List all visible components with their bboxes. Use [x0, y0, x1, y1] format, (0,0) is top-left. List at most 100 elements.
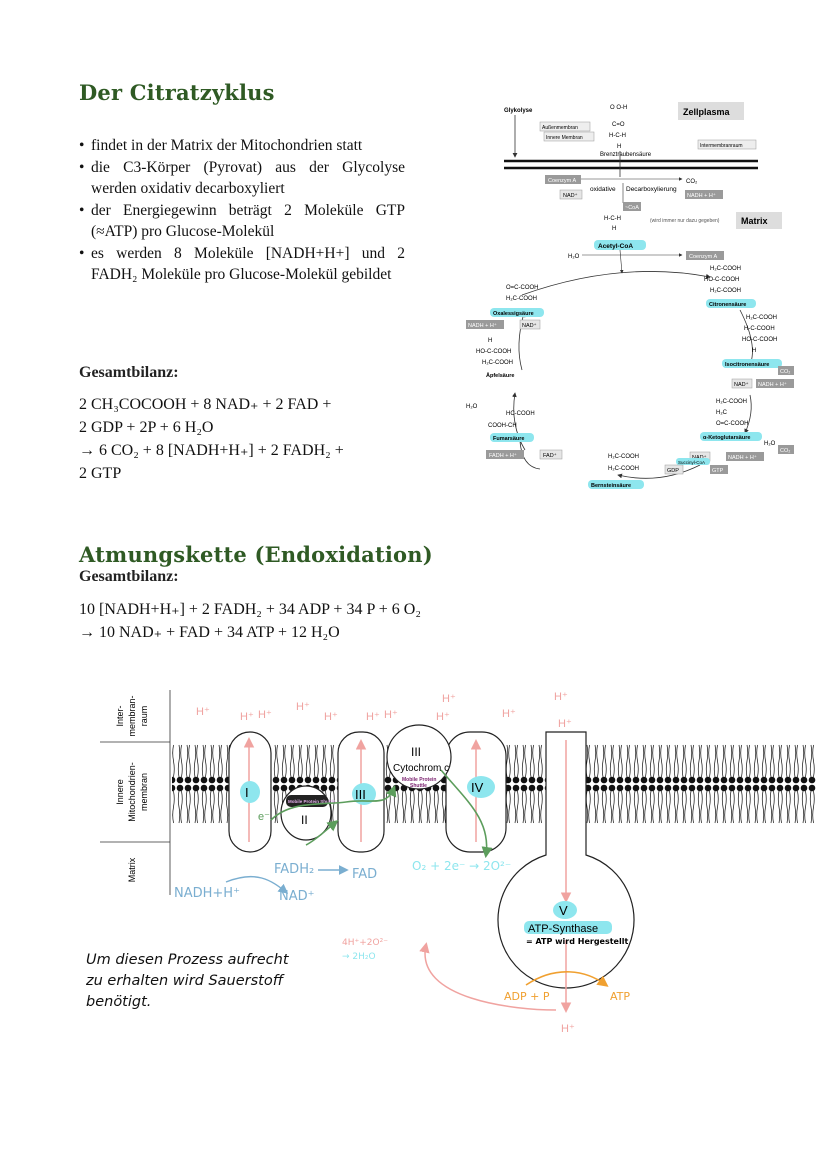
label-nadh4: NADH + H⁺	[728, 454, 757, 461]
zellplasma-box	[678, 102, 744, 120]
bern-line-2: H₂C-COOH	[608, 466, 639, 472]
zone-inter-line-3: raum	[139, 706, 149, 727]
citrat-bullet-list: findet in der Matrix der Mitochondrien s…	[79, 135, 405, 286]
citrat-balance-label: Gesamtbilanz:	[79, 364, 179, 381]
label-nadh3: NADH + H⁺	[758, 381, 787, 388]
hplus-13: H⁺	[561, 1023, 575, 1035]
iso-line-2: H-C-COOH	[744, 326, 775, 332]
hplus-11: H⁺	[554, 691, 568, 703]
bullet-2: die C3-Körper (Pyrovat) aus der Glycolys…	[79, 157, 405, 200]
label-coenzym-a2: Coenzym A	[689, 254, 717, 260]
keto-line-1: H₂C-COOH	[716, 399, 747, 405]
label-apfelsaeure: Äpfelsäure	[486, 372, 514, 379]
label-glykolyse: Glykolyse	[504, 108, 533, 114]
apf-line-1: H	[488, 338, 492, 344]
mobile-protein-small: Mobile Protein Shuttle	[288, 799, 336, 804]
label-note: (wird immer nur dazu gegeben)	[650, 218, 720, 224]
fad-label: FAD	[352, 867, 377, 882]
label-ketoglutarsaeure: α-Ketoglutarsäure	[703, 435, 750, 441]
complex-4-label: IV	[471, 780, 484, 795]
label-gtp: GTP	[712, 468, 724, 474]
bullet-4: es werden 8 Moleküle [NADH+H+] und 2 FAD…	[79, 243, 405, 286]
fum-line-1: HC-COOH	[506, 411, 535, 417]
label-oxalessigsaeure: Oxalessigsäure	[493, 311, 534, 317]
cytochrom-label: Cytochrom c	[393, 763, 449, 774]
hplus-1: H⁺	[196, 706, 210, 718]
label-nadh: NADH + H⁺	[687, 192, 716, 199]
respiratory-chain-diagram: Inter- membran- raum Innere Mitochondrie…	[100, 690, 816, 1035]
note-line-3: benötigt.	[86, 994, 152, 1010]
aussenmembran-tag	[539, 121, 591, 132]
innere-membran-tag	[543, 131, 595, 142]
label-nad3: NAD⁺	[734, 381, 749, 388]
citric-cycle-diagram: Glykolyse Zellplasma O O-H C=O H-C-H H B…	[466, 102, 794, 489]
pyruvat-line-4: H	[617, 144, 621, 150]
label-brenztraubensaeure: Brenztraubensäure	[600, 152, 652, 158]
citrat-eq-line-4: 2 GTP	[79, 465, 122, 482]
hplus-2: H⁺	[240, 711, 254, 723]
complex-5-label: V	[559, 903, 568, 918]
complex-3-label: III	[355, 787, 366, 802]
label-fumarsaeure: Fumarsäure	[493, 436, 525, 442]
zone-inner-line-3: membran	[139, 773, 149, 811]
atmung-balance-label: Gesamtbilanz:	[79, 568, 179, 585]
iso-line-1: H₂C-COOH	[746, 315, 777, 321]
nadh-label: NADH+H⁺	[174, 886, 240, 901]
cit-line-1: H₂C-COOH	[710, 266, 741, 272]
zone-inter-line-1: Inter-	[115, 705, 125, 726]
pyruvat-line-2: C=O	[612, 122, 625, 128]
label-co2: CO₂	[686, 179, 698, 185]
label-matrix: Matrix	[741, 216, 768, 226]
handwritten-note: Um diesen Prozess aufrecht zu erhalten w…	[86, 950, 289, 1013]
keto-line-3: O=C-COOH	[716, 421, 749, 427]
label-oxidative: oxidative	[590, 186, 616, 193]
apf-line-3: H₂C-COOH	[482, 360, 513, 366]
label-scoa: ~CoA	[625, 205, 639, 211]
label-acetyl-hch: H-C-H	[604, 216, 621, 222]
atmung-eq-line-2: → 10 NAD₊ + FAD + 34 ATP + 12 H₂O	[79, 624, 340, 641]
label-citronensaeure: Citronensäure	[709, 302, 746, 308]
label-acetyl-h: H	[612, 226, 616, 232]
label-nad2: NAD⁺	[522, 322, 537, 329]
hplus-8: H⁺	[442, 693, 456, 705]
atp-label: ATP	[610, 990, 630, 1003]
zone-matrix: Matrix	[127, 857, 137, 882]
citrat-equation: 2 CH₃COCOOH + 8 NAD₊ + 2 FAD + 2 GDP + 2…	[79, 393, 344, 485]
hplus-6: H⁺	[366, 711, 380, 723]
atmung-eq-line-1: 10 [NADH+H₊] + 2 FADH₂ + 34 ADP + 34 P +…	[79, 601, 421, 618]
mobile-protein-label-1: Mobile Protein	[402, 777, 436, 783]
label-h2o2: H₂O	[466, 404, 478, 410]
oxal-line-2: H₂C-COOH	[506, 296, 537, 302]
complex-2-label: II	[301, 813, 308, 827]
apf-line-2: HO-C-COOH	[476, 349, 511, 355]
cit-line-2: HO-C-COOH	[704, 277, 739, 283]
cytochrome-c-shape	[386, 724, 452, 790]
citrat-title: Der Citratzyklus	[79, 80, 275, 105]
hplus-5: H⁺	[324, 711, 338, 723]
label-nadh2: NADH + H⁺	[468, 322, 497, 329]
zone-inner-line-2: Mitochondrien-	[127, 762, 137, 822]
label-succinyl-coa: Succinyl-CoA	[678, 460, 705, 465]
label-fadh: FADH + H⁺	[489, 452, 517, 459]
bullet-3: der Energiegewinn beträgt 2 Moleküle GTP…	[79, 200, 405, 243]
label-co2-2: CO₂	[780, 369, 790, 375]
citrat-eq-line-2: 2 GDP + 2P + 6 H₂O	[79, 419, 214, 436]
iso-line-3: HO-C-COOH	[742, 337, 777, 343]
hplus-7: H⁺	[384, 709, 398, 721]
label-intermembranraum: Intermembranraum	[700, 143, 743, 149]
iso-line-4: H	[752, 348, 756, 354]
hplus-3: H⁺	[258, 709, 272, 721]
zone-inner-line-1: Innere	[115, 779, 125, 805]
coenzym-a-box	[545, 175, 581, 184]
hplus-4: H⁺	[296, 701, 310, 713]
adp-label: ADP + P	[504, 990, 550, 1003]
fadh2-label: FADH₂	[274, 862, 314, 877]
atmung-equation: 10 [NADH+H₊] + 2 FADH₂ + 34 ADP + 34 P +…	[79, 598, 421, 644]
cit-line-3: H₂C-COOH	[710, 288, 741, 294]
note-line-2: zu erhalten wird Sauerstoff	[86, 973, 284, 989]
hplus-10: H⁺	[502, 708, 516, 720]
label-bernsteinsaeure: Bernsteinsäure	[591, 483, 631, 489]
complex-3b-label: III	[411, 745, 421, 759]
label-nad4: NAD⁺	[692, 454, 707, 461]
label-nad: NAD⁺	[563, 192, 578, 199]
